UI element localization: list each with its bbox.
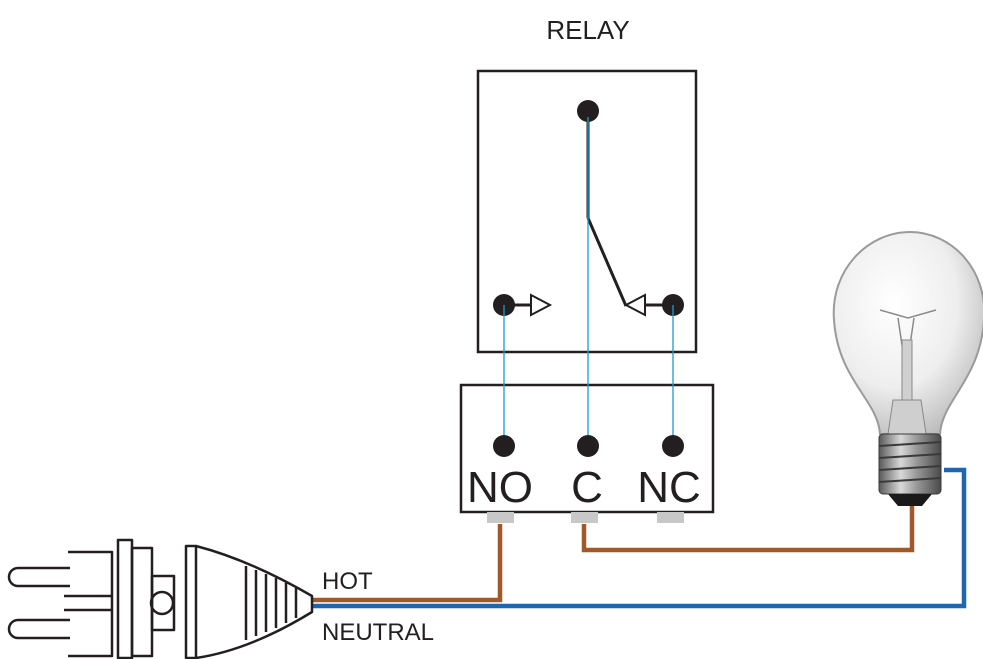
nc-contact-arrow (623, 293, 646, 317)
terminal-pin-nc (657, 512, 684, 523)
switched-hot-wire (581, 506, 915, 553)
switch-arm (586, 217, 628, 307)
power-plug-icon (7, 538, 314, 659)
hot-wire (312, 524, 503, 603)
neutral-wire (312, 467, 967, 609)
terminal-label-c: C (571, 463, 603, 512)
no-contact-arrow (530, 293, 553, 317)
terminal-pin-c (571, 512, 598, 523)
light-bulb-icon (832, 230, 983, 506)
terminal-screw-c (577, 435, 599, 457)
terminal-pin-no (487, 512, 514, 523)
hot-wire-label: HOT (322, 568, 373, 595)
diagram-title: RELAY (546, 15, 629, 45)
terminal-screw-no (493, 435, 515, 457)
terminal-screw-nc (662, 435, 684, 457)
neutral-wire-label: NEUTRAL (322, 619, 434, 646)
terminal-label-no: NO (467, 463, 533, 512)
terminal-label-nc: NC (637, 463, 701, 512)
